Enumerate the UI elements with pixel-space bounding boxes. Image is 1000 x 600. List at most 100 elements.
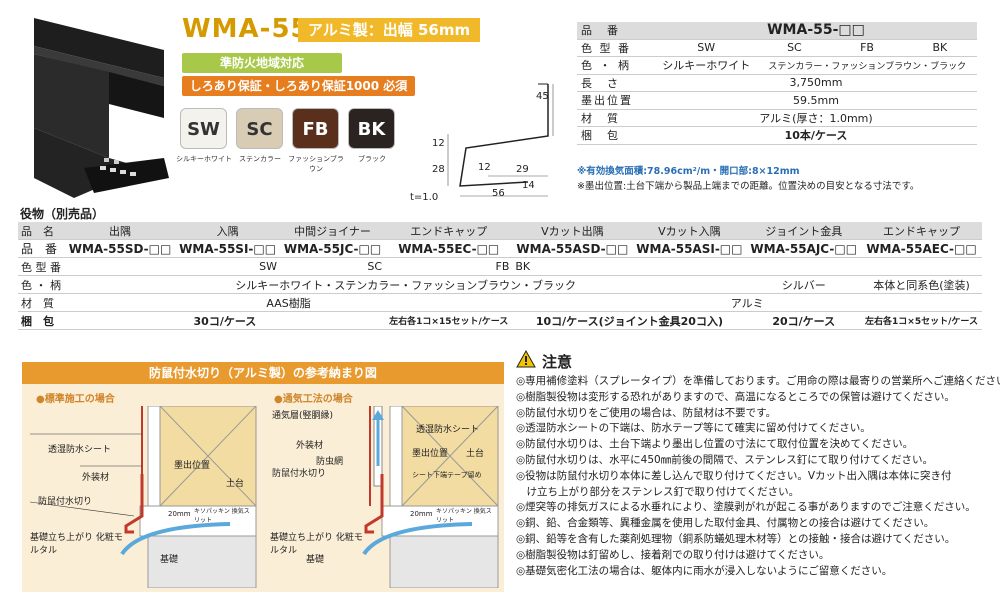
label: 基礎 [306,555,325,565]
acc-header-cell: 入隅 [175,222,280,240]
caution-item: ◎防鼠付水切りは、水平に450㎜前後の間隔で、ステンレス釘にて取り付けてください… [516,453,933,466]
spec-label: 長 さ [577,74,655,92]
label: 基礎立ち上がり 化粧モルタル [270,533,363,556]
label: 外装材 [296,441,324,451]
acc-cell: SC [279,257,386,276]
label: 透湿防水シート [48,445,112,455]
acc-label: 梱 包 [18,311,65,330]
acc-cell: シルバー [746,275,862,294]
label: 防鼠付水切り [272,469,327,479]
diagram-right-heading: ●通気工法の場合 [274,394,353,405]
dim-14: 14 [522,180,535,191]
color-swatch: BK [348,108,395,149]
acc-cell: 本体と同系色(塗装) [861,275,982,294]
spec-label: 色 型 番 [577,39,655,57]
color-swatch: SW [180,108,227,149]
caution-section: 注意 ◎専用補修塗料（スプレータイプ）を準備しております。ご用命の際は最寄りの営… [516,349,1000,596]
acc-label: 品 名 [18,222,65,240]
label: キソパッキン 換気スリット [194,508,250,524]
profile-diagram: 45 12 28 12 29 14 56 t=1.0 [408,76,568,206]
label: キソパッキン 換気スリット [436,508,492,524]
acc-cell: SW [64,257,280,276]
acc-cell: 左右各1コ×5セット/ケース [861,311,982,330]
acc-label: 色 ・ 柄 [18,275,65,294]
spec-label: 梱 包 [577,126,655,145]
dim-12-vert: 12 [432,138,445,149]
label: 基礎 [160,555,179,565]
spec-label: 品 番 [577,22,655,40]
label: 墨出位置 [412,449,449,459]
spec-value: アルミ(厚さ：1.0mm) [655,109,977,127]
spec-label: 材 質 [577,109,655,127]
acc-header-cell: エンドキャップ [385,222,513,240]
acc-header-cell: 中間ジョイナー [279,222,386,240]
spec-note-2: ※墨出位置:土台下端から製品上端までの距離。位置決めの目安となる寸法です。 [577,181,920,192]
acc-header-cell: エンドキャップ [861,222,982,240]
accessories-title: 役物（別売品） [20,207,105,221]
acc-label: 材 質 [18,293,65,312]
label: 墨出位置 [174,461,211,471]
spec-label: 墨出位置 [577,91,655,110]
acc-cell: シルキーホワイト・ステンカラー・ファッションブラウン・ブラック [64,275,747,294]
acc-cell: 20コ/ケース [746,311,862,330]
label: 防虫網 [316,457,344,467]
color-swatch-name: シルキーホワイト [176,155,232,163]
spec-value: 3,750mm [655,74,977,92]
diagram-title: 防鼠付水切り（アルミ製）の参考納まり図 [22,362,504,384]
caution-item: ◎煙突等の排気ガスによる水垂れにより、塗膜剥がれが起こる事がありますのでご注意く… [516,501,976,514]
spec-value: シルキーホワイト [655,56,758,75]
acc-cell: BK [512,257,633,276]
acc-header-cell: Vカット出隅 [512,222,633,240]
caution-item: ◎防鼠付水切りは、土台下端より墨出し位置の寸法にて取付位置を決めてください。 [516,438,914,451]
caution-item: ◎樹脂製役物は変形する恐れがありますので、高温になるところでの保管は避けてくださ… [516,390,955,403]
spec-value: FB [831,39,903,57]
product-title: WMA-55 [182,14,310,44]
acc-code-cell: WMA-55AJC-□□ [746,239,862,258]
caution-item: ◎専用補修塗料（スプレータイプ）を準備しております。ご用命の際は最寄りの営業所へ… [516,375,1000,387]
acc-code-cell: WMA-55SD-□□ [64,239,176,258]
label: 土台 [466,449,485,459]
label: 20mm [168,510,191,518]
acc-code-cell: WMA-55SI-□□ [175,239,280,258]
acc-code-cell: WMA-55ASD-□□ [512,239,633,258]
spec-value: BK [902,39,977,57]
caution-item: ◎役物は防鼠付水切り本体に差し込んで取り付けてください。Vカット出入隅は本体に突… [516,469,952,482]
diagram-panel: 防鼠付水切り（アルミ製）の参考納まり図 ●標準施工の場合 ●通気工法の場合 透湿… [22,362,504,592]
label: 外装材 [82,473,110,483]
dim-28: 28 [432,164,445,175]
color-swatch: SC [236,108,283,149]
caution-item: け立ち上がり部分をステンレス釘で取り付けてください。 [516,485,800,498]
acc-header-cell: Vカット入隅 [632,222,747,240]
spec-value: SC [757,39,832,57]
caution-title: 注意 [542,352,573,371]
dim-56: 56 [492,188,505,199]
spec-value: SW [655,39,758,57]
acc-cell: アルミ [512,293,982,312]
caution-item: ◎銅、鉛等を含有した薬剤処理物（銅系防蟻処理木材等）との接触・接合は避けてくださ… [516,532,956,545]
acc-cell: 30コ/ケース [64,311,386,330]
caution-item: ◎樹脂製役物は釘留めし、接着剤での取り付けは避けてください。 [516,548,830,561]
warranty-badge: しろあり保証・しろあり保証1000 必須 [182,76,415,96]
thickness: t=1.0 [410,192,439,203]
spec-value: ステンカラー・ファッションブラウン・ブラック [757,56,977,75]
acc-cell: 10コ/ケース(ジョイント金具20コ入) [512,311,747,330]
label: 土台 [226,479,245,489]
acc-code-cell: WMA-55ASI-□□ [632,239,747,258]
acc-code-cell: WMA-55AEC-□□ [861,239,982,258]
acc-header-cell: 出隅 [64,222,176,240]
label: 防鼠付水切り [38,497,93,507]
spec-note-1: ※有効換気面積:78.96cm²/m・開口部:8×12mm [577,166,800,177]
spec-badge: アルミ製：出幅 56mm [298,18,480,42]
acc-label: 品 番 [18,239,65,258]
color-swatch-name: ブラック [358,155,386,163]
color-swatch: FB [292,108,339,149]
warning-icon [516,349,536,372]
fire-zone-badge: 準防火地域対応 [182,53,342,73]
product-image [14,8,176,208]
caution-item: ◎透湿防水シートの下端は、防水テープ等にて確実に留め付けてください。 [516,422,871,435]
dim-45: 45 [536,91,549,102]
acc-cell: FB [385,257,513,276]
label: 基礎立ち上がり 化粧モルタル [30,533,123,556]
acc-cell: AAS樹脂 [64,293,513,312]
